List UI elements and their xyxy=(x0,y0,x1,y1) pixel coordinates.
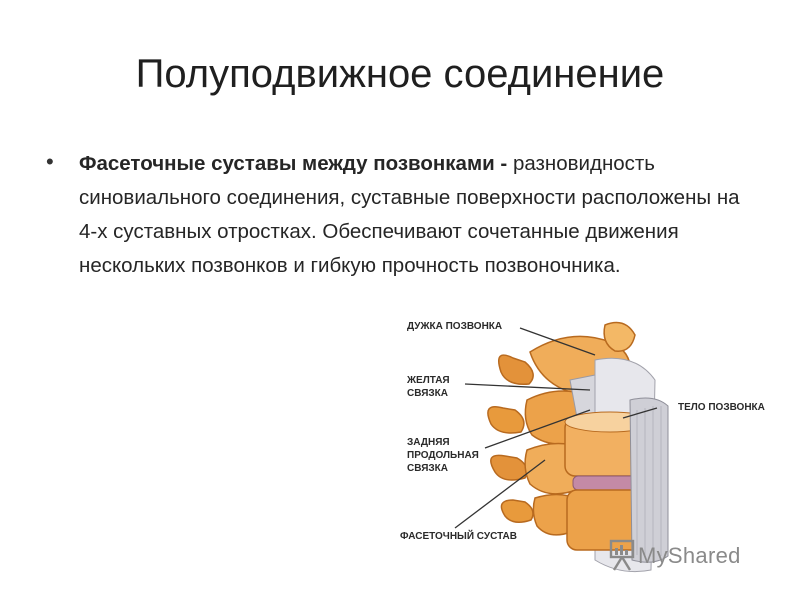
presentation-board-icon xyxy=(609,539,635,571)
label-posterior-ligament-3: СВЯЗКА xyxy=(407,463,448,474)
label-yellow-ligament-1: ЖЕЛТАЯ xyxy=(407,375,450,386)
bullet-item: • Фасеточные суставы между позвонками - … xyxy=(46,147,746,283)
leader-lines xyxy=(454,327,658,529)
bullet-description: разновидность синовиального соединения, … xyxy=(79,152,740,277)
spine-drawing xyxy=(454,321,669,573)
anterior-ligament xyxy=(629,397,669,563)
spinous-processes xyxy=(487,354,534,523)
label-facet-joint: ФАСЕТОЧНЫЙ СУСТАВ xyxy=(400,531,517,542)
label-yellow-ligament-2: СВЯЗКА xyxy=(407,388,448,399)
label-vertebral-body: ТЕЛО ПОЗВОНКА xyxy=(678,402,765,413)
bullet-term: Фасеточные суставы между позвонками - xyxy=(79,152,508,175)
spine-illustration: ДУЖКА ПОЗВОНКА ЖЕЛТАЯ СВЯЗКА ТЕЛО ПОЗВОН… xyxy=(395,300,795,590)
watermark-text: MyShared xyxy=(638,543,741,568)
label-posterior-ligament-1: ЗАДНЯЯ xyxy=(407,437,450,448)
bullet-dot: • xyxy=(46,149,54,174)
myshared-watermark: MyShared xyxy=(608,538,740,574)
label-posterior-ligament-2: ПРОДОЛЬНАЯ xyxy=(407,450,479,461)
bullet-paragraph: Фасеточные суставы между позвонками - ра… xyxy=(79,147,746,283)
slide-title: Полуподвижное соединение xyxy=(135,52,665,96)
label-vertebral-arch: ДУЖКА ПОЗВОНКА xyxy=(407,321,503,332)
